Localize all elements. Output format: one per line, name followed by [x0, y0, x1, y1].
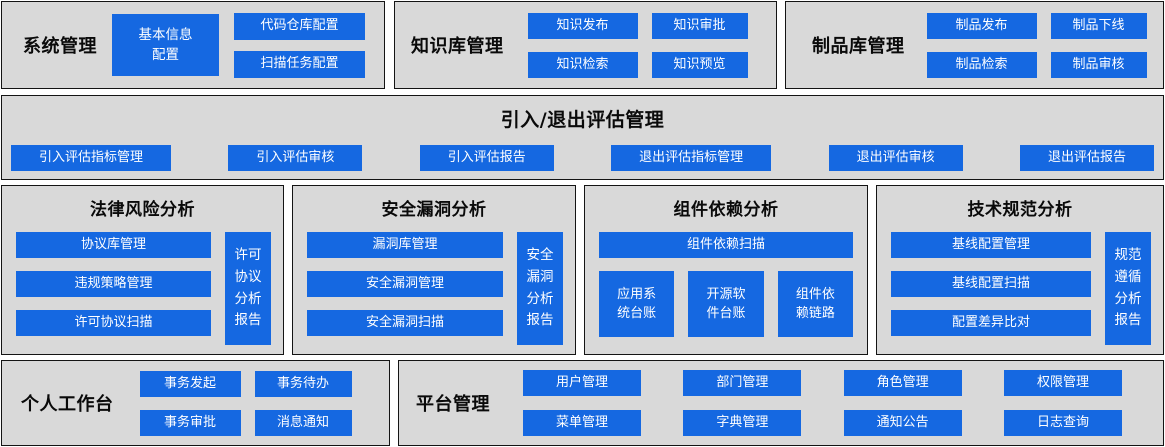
btn-baseline-config-mgmt[interactable]: 基线配置管理	[891, 232, 1091, 258]
panel-security-vuln-analysis: 安全漏洞分析 漏洞库管理 安全漏洞管理 安全漏洞扫描 安全 漏洞 分析 报告	[292, 185, 576, 355]
panel-platform-mgmt: 平台管理 用户管理 部门管理 角色管理 权限管理 菜单管理 字典管理 通知公告 …	[398, 360, 1164, 446]
btn-artifact-offline[interactable]: 制品下线	[1050, 12, 1147, 39]
btn-notice-announcement[interactable]: 通知公告	[843, 410, 962, 436]
panel-title-personal-workbench: 个人工作台	[21, 394, 114, 415]
btn-knowledge-search[interactable]: 知识检索	[527, 51, 638, 78]
panel-tech-spec-analysis: 技术规范分析 基线配置管理 基线配置扫描 配置差异比对 规范 遵循 分析 报告	[876, 185, 1164, 355]
spec-button-stack: 基线配置管理 基线配置扫描 配置差异比对	[891, 232, 1091, 336]
vuln-button-stack: 漏洞库管理 安全漏洞管理 安全漏洞扫描	[307, 232, 503, 336]
btn-dict-mgmt[interactable]: 字典管理	[683, 410, 802, 436]
btn-license-scan[interactable]: 许可协议扫描	[16, 310, 211, 336]
btn-dept-mgmt[interactable]: 部门管理	[683, 370, 802, 396]
panel-title-artifact-repo-mgmt: 制品库管理	[812, 36, 905, 57]
legal-button-stack: 协议库管理 违规策略管理 许可协议扫描	[16, 232, 211, 336]
btn-violation-policy-mgmt[interactable]: 违规策略管理	[16, 271, 211, 297]
panel-intro-exit-assessment-mgmt: 引入/退出评估管理 引入评估指标管理 引入评估审核 引入评估报告 退出评估指标管…	[1, 95, 1164, 180]
btn-exit-eval-review[interactable]: 退出评估审核	[828, 145, 963, 171]
btn-permission-mgmt[interactable]: 权限管理	[1003, 370, 1122, 396]
btn-artifact-publish[interactable]: 制品发布	[926, 12, 1037, 39]
platform-button-grid: 用户管理 部门管理 角色管理 权限管理 菜单管理 字典管理 通知公告 日志查询	[523, 370, 1122, 436]
panel-title-tech-spec-analysis: 技术规范分析	[967, 200, 1073, 220]
panel-personal-workbench: 个人工作台 事务发起 事务待办 事务审批 消息通知	[1, 360, 390, 446]
btn-basic-info-config[interactable]: 基本信息 配置	[112, 14, 219, 76]
artifact-button-grid: 制品发布 制品下线 制品检索 制品审核	[926, 12, 1147, 78]
btn-spec-compliance-report[interactable]: 规范 遵循 分析 报告	[1105, 232, 1151, 345]
panel-knowledge-base-mgmt: 知识库管理 知识发布 知识审批 知识检索 知识预览	[394, 1, 777, 89]
panel-title-platform-mgmt: 平台管理	[416, 394, 490, 415]
panel-title-system-mgmt: 系统管理	[23, 36, 97, 57]
btn-config-diff-compare[interactable]: 配置差异比对	[891, 310, 1091, 336]
panel-title-knowledge-base-mgmt: 知识库管理	[411, 36, 504, 57]
btn-artifact-search[interactable]: 制品检索	[926, 51, 1037, 78]
legal-content: 协议库管理 违规策略管理 许可协议扫描 许可 协议 分析 报告	[2, 220, 283, 345]
btn-message-notice[interactable]: 消息通知	[254, 409, 352, 436]
btn-knowledge-approval[interactable]: 知识审批	[651, 12, 748, 39]
btn-vuln-scan[interactable]: 安全漏洞扫描	[307, 310, 503, 336]
btn-task-initiate[interactable]: 事务发起	[139, 370, 241, 397]
btn-scan-task-config[interactable]: 扫描任务配置	[234, 50, 365, 78]
panel-component-dependency-analysis: 组件依赖分析 组件依赖扫描 应用系 统台账 开源软 件台账 组件依 赖链路	[584, 185, 868, 355]
workbench-button-grid: 事务发起 事务待办 事务审批 消息通知	[139, 370, 352, 436]
btn-vuln-lib-mgmt[interactable]: 漏洞库管理	[307, 232, 503, 258]
btn-knowledge-publish[interactable]: 知识发布	[527, 12, 638, 39]
btn-artifact-review[interactable]: 制品审核	[1050, 51, 1147, 78]
panel-legal-risk-analysis: 法律风险分析 协议库管理 违规策略管理 许可协议扫描 许可 协议 分析 报告	[1, 185, 284, 355]
btn-license-analysis-report[interactable]: 许可 协议 分析 报告	[225, 232, 271, 345]
btn-intro-eval-review[interactable]: 引入评估审核	[228, 145, 363, 171]
panel-title-legal-risk-analysis: 法律风险分析	[90, 200, 195, 220]
btn-exit-eval-metric-mgmt[interactable]: 退出评估指标管理	[611, 145, 772, 171]
panel-artifact-repo-mgmt: 制品库管理 制品发布 制品下线 制品检索 制品审核	[785, 1, 1164, 89]
btn-role-mgmt[interactable]: 角色管理	[843, 370, 962, 396]
system-button-stack: 代码仓库配置 扫描任务配置	[234, 12, 365, 78]
panel-title-intro-exit-assessment: 引入/退出评估管理	[500, 109, 665, 131]
btn-dependency-chain[interactable]: 组件依 赖链路	[777, 271, 853, 337]
assessment-button-row: 引入评估指标管理 引入评估审核 引入评估报告 退出评估指标管理 退出评估审核 退…	[2, 145, 1163, 171]
btn-app-system-ledger[interactable]: 应用系 统台账	[599, 271, 675, 337]
btn-vuln-analysis-report[interactable]: 安全 漏洞 分析 报告	[517, 232, 563, 345]
btn-dependency-scan[interactable]: 组件依赖扫描	[599, 232, 853, 258]
panel-title-security-vuln-analysis: 安全漏洞分析	[381, 200, 487, 220]
btn-task-approve[interactable]: 事务审批	[139, 409, 241, 436]
btn-intro-eval-metric-mgmt[interactable]: 引入评估指标管理	[11, 145, 172, 171]
panel-system-mgmt: 系统管理 基本信息 配置 代码仓库配置 扫描任务配置	[1, 1, 385, 89]
btn-menu-mgmt[interactable]: 菜单管理	[523, 410, 641, 436]
btn-code-repo-config[interactable]: 代码仓库配置	[234, 12, 365, 40]
spec-content: 基线配置管理 基线配置扫描 配置差异比对 规范 遵循 分析 报告	[877, 220, 1163, 345]
btn-task-todo[interactable]: 事务待办	[254, 370, 352, 397]
btn-knowledge-preview[interactable]: 知识预览	[651, 51, 748, 78]
btn-log-query[interactable]: 日志查询	[1003, 410, 1122, 436]
btn-baseline-config-scan[interactable]: 基线配置扫描	[891, 271, 1091, 297]
vuln-content: 漏洞库管理 安全漏洞管理 安全漏洞扫描 安全 漏洞 分析 报告	[293, 220, 575, 345]
btn-intro-eval-report[interactable]: 引入评估报告	[419, 145, 554, 171]
btn-oss-ledger[interactable]: 开源软 件台账	[688, 271, 764, 337]
btn-exit-eval-report[interactable]: 退出评估报告	[1019, 145, 1154, 171]
btn-license-lib-mgmt[interactable]: 协议库管理	[16, 232, 211, 258]
dependency-button-row: 应用系 统台账 开源软 件台账 组件依 赖链路	[599, 271, 853, 337]
btn-vuln-mgmt[interactable]: 安全漏洞管理	[307, 271, 503, 297]
btn-user-mgmt[interactable]: 用户管理	[523, 370, 641, 396]
knowledge-button-grid: 知识发布 知识审批 知识检索 知识预览	[527, 12, 748, 78]
panel-title-component-dependency-analysis: 组件依赖分析	[673, 200, 779, 220]
